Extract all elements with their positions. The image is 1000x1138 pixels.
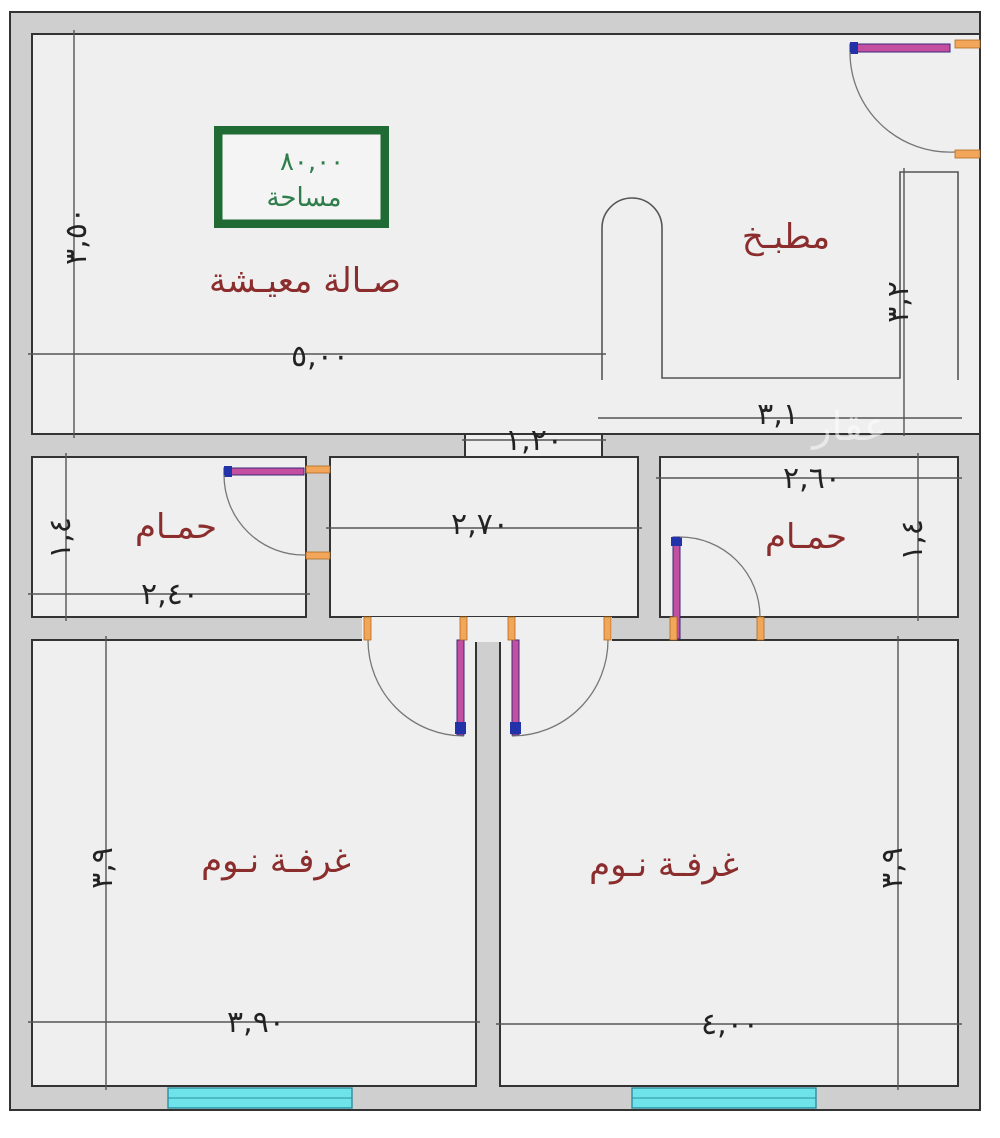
bath-right-area xyxy=(659,456,959,618)
entrance-door-leaf xyxy=(849,43,951,53)
dim-bed-left-width: ٣,٩٠ xyxy=(227,1005,285,1040)
dim-bath-right-width: ٢,٦٠ xyxy=(783,461,841,496)
bath-right-door-swing xyxy=(679,536,761,618)
area-value: ٨٠,٠٠ xyxy=(280,147,344,177)
area-box-inner xyxy=(221,133,382,221)
bath-left-door-swing xyxy=(223,474,307,556)
dim-living-width: ٥,٠٠ xyxy=(291,339,349,374)
bed-left-door-swing xyxy=(367,639,465,737)
dim-bath-left-width: ٢,٤٠ xyxy=(141,577,199,612)
bed-right-jamb-left xyxy=(507,616,516,641)
corridor-area xyxy=(329,456,639,618)
dim-kitchen-height: ٣,٢ xyxy=(881,281,916,323)
living-room-area xyxy=(31,33,981,437)
dim-bed-right-width: ٤,٠٠ xyxy=(701,1007,759,1042)
bath-right-jamb-right xyxy=(756,616,765,641)
bed-left-door-leaf xyxy=(456,639,465,736)
bath-left-jamb-bottom xyxy=(305,551,331,560)
bath-left-door-leaf xyxy=(223,467,305,476)
dim-bath-left-height: ١,٤ xyxy=(43,517,78,559)
kitchen-counter xyxy=(601,171,959,380)
dim-bath-right-height: ١,٤ xyxy=(895,519,930,561)
bed-left-label: غرفـة نـوم xyxy=(201,841,351,881)
area-label: مساحة xyxy=(266,183,341,213)
bed-right-door-swing xyxy=(511,639,609,737)
dim-kitchen-width: ٣,١ xyxy=(757,397,799,432)
bed-left-jamb-right xyxy=(459,616,468,641)
kitchen-label: مطبـخ xyxy=(742,217,830,257)
bedroom-right-area xyxy=(499,639,959,1087)
bath-left-door-hinge xyxy=(224,466,232,477)
bath-right-door-hinge xyxy=(671,537,682,546)
entrance-door-jamb-bottom xyxy=(954,149,981,159)
living-room-label: صـالة معيـشة xyxy=(209,261,401,301)
dim-bed-right-height: ٣,٩ xyxy=(875,847,910,889)
entrance-door-hinge xyxy=(850,42,858,54)
dim-corridor-opening: ١,٢٠ xyxy=(505,423,563,458)
entrance-door-jamb-top xyxy=(954,39,981,49)
watermark-logo: عقار xyxy=(810,404,888,450)
bed-right-jamb-right xyxy=(603,616,612,641)
bath-left-label: حمـام xyxy=(135,507,217,547)
bath-right-jamb-left xyxy=(669,616,678,641)
dim-bed-left-height: ٣,٩ xyxy=(85,847,120,889)
bath-left-jamb-top xyxy=(305,465,331,474)
entrance-door-swing xyxy=(849,51,956,153)
bath-right-label: حمـام xyxy=(765,517,847,557)
bed-left-door-hinge xyxy=(455,722,466,734)
bath-left-area xyxy=(31,456,307,618)
corridor-door-gap xyxy=(362,617,612,642)
bed-right-door-leaf xyxy=(511,639,520,736)
bed-right-label: غرفـة نـوم xyxy=(589,845,739,885)
dim-corridor-width: ٢,٧٠ xyxy=(451,507,509,542)
bed-left-jamb-left xyxy=(363,616,372,641)
bed-right-door-hinge xyxy=(510,722,521,734)
dim-living-height: ٣,٥٠ xyxy=(59,207,94,265)
